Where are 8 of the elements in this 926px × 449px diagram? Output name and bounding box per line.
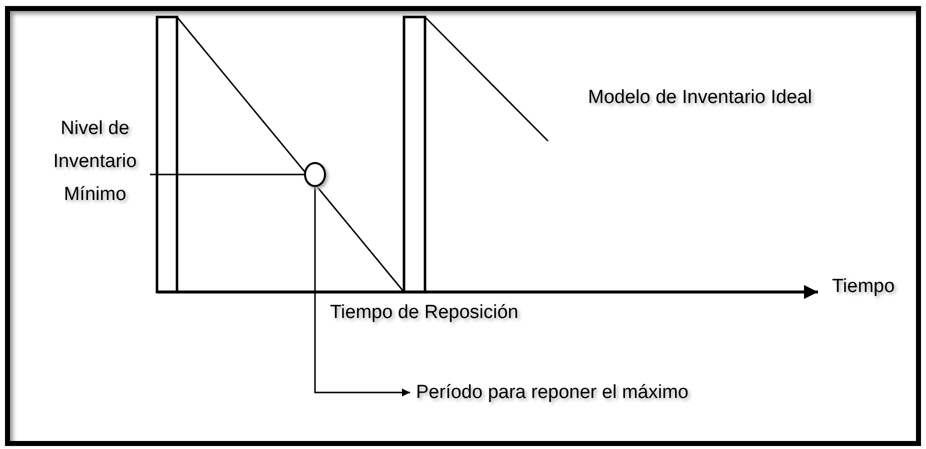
circle-marker <box>304 162 326 187</box>
callout-text: Período para reponer el máximo <box>416 376 746 409</box>
arrow <box>314 187 410 396</box>
callout-text: Nivel de Inventario Mínimo <box>40 112 150 211</box>
axis-label: Tiempo <box>832 275 895 299</box>
diagram-title: Modelo de Inventario Ideal <box>588 86 812 110</box>
axis-label: Tiempo de Reposición <box>330 301 518 325</box>
leader-line <box>150 174 304 176</box>
